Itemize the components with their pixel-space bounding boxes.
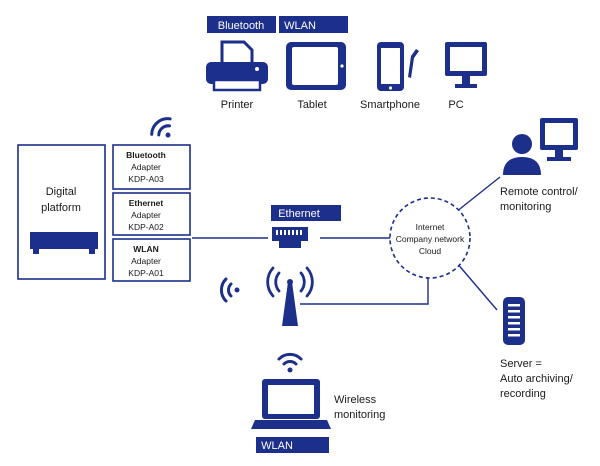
adapter-wlan: WLAN Adapter KDP-A01 xyxy=(112,238,191,282)
printer-icon xyxy=(206,40,268,92)
bluetooth-badge: Bluetooth xyxy=(207,16,276,33)
line-cloud-server xyxy=(455,261,498,311)
smartphone-icon xyxy=(377,42,419,91)
remote-label-line2: monitoring xyxy=(500,201,551,213)
tablet-label: Tablet xyxy=(297,99,326,111)
adapter-line1: Adapter xyxy=(131,162,161,172)
laptop-wlan-badge-label: WLAN xyxy=(261,440,293,452)
adapter-line1: Adapter xyxy=(131,256,161,266)
adapter-name: Ethernet xyxy=(129,198,164,208)
server-icon xyxy=(503,297,525,345)
adapter-line2: KDP-A02 xyxy=(128,222,164,232)
wifi-signal-icon xyxy=(219,277,240,303)
adapter-line2: KDP-A01 xyxy=(128,268,164,278)
adapter-line1: Adapter xyxy=(131,210,161,220)
tablet-icon xyxy=(286,42,346,90)
wireless-label-line2: monitoring xyxy=(334,409,385,421)
user-icon xyxy=(503,134,541,175)
digital-platform: Digital platform xyxy=(17,144,106,280)
platform-label-line2: platform xyxy=(41,202,81,214)
laptop-wlan-badge: WLAN xyxy=(256,437,329,453)
ethernet-badge-label: Ethernet xyxy=(278,208,320,220)
line-cloud-remote xyxy=(455,176,501,213)
cloud-label-line2: Company network xyxy=(396,234,465,244)
remote-label-line1: Remote control/ xyxy=(500,186,579,198)
server-label-line1: Server = xyxy=(500,358,542,370)
server-label-line3: recording xyxy=(500,388,546,400)
adapter-name: Bluetooth xyxy=(126,150,166,160)
monitor-icon xyxy=(540,118,578,161)
line-ap-cloud xyxy=(300,277,429,305)
pc-label: PC xyxy=(448,99,463,111)
server-label-line2: Auto archiving/ xyxy=(500,373,574,385)
platform-label-line1: Digital xyxy=(46,186,77,198)
access-point-icon xyxy=(266,266,314,326)
cloud-network: Internet Company network Cloud xyxy=(389,197,471,279)
cloud-label-line1: Internet xyxy=(416,222,445,232)
platform-device-icon xyxy=(30,232,98,249)
wifi-icon xyxy=(150,117,172,138)
bluetooth-badge-label: Bluetooth xyxy=(218,20,264,32)
laptop-icon xyxy=(251,379,331,429)
wifi-laptop-icon xyxy=(277,352,303,373)
connection-lines xyxy=(192,176,501,311)
wlan-top-badge: WLAN xyxy=(279,16,348,33)
ethernet-port-icon xyxy=(272,227,308,248)
adapter-ethernet: Ethernet Adapter KDP-A02 xyxy=(112,192,191,236)
wlan-top-badge-label: WLAN xyxy=(284,20,316,32)
cloud-label-line3: Cloud xyxy=(419,246,441,256)
adapter-name: WLAN xyxy=(133,244,159,254)
adapter-bluetooth: Bluetooth Adapter KDP-A03 xyxy=(112,144,191,190)
adapter-line2: KDP-A03 xyxy=(128,174,164,184)
ethernet-badge: Ethernet xyxy=(271,205,341,221)
wireless-label-line1: Wireless xyxy=(334,394,377,406)
smartphone-label: Smartphone xyxy=(360,99,420,111)
printer-label: Printer xyxy=(221,99,254,111)
pc-icon xyxy=(445,42,487,88)
